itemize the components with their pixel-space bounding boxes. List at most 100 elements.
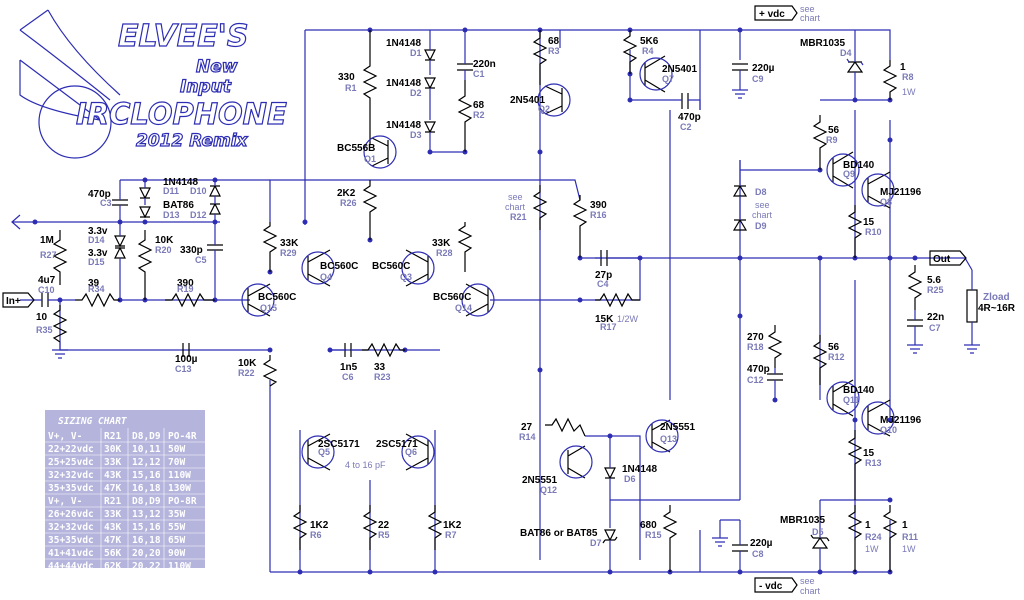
- component-ref-c9: C9: [752, 74, 764, 84]
- component-ref-r25: R25: [927, 285, 944, 295]
- component-value-q7: 2N5401: [662, 64, 697, 75]
- component-ref-r11: R11: [902, 532, 918, 542]
- component-ref-c12: C12: [747, 375, 764, 385]
- component-ref-r35: R35: [36, 325, 53, 335]
- component-value-r4: 5K6: [640, 36, 659, 47]
- transistor-q1: [363, 135, 397, 169]
- component-value-r35: 10: [36, 312, 48, 323]
- component-value-d5: MBR1035: [780, 515, 825, 526]
- diode-d6: [604, 436, 616, 528]
- capacitor-c8: [712, 519, 748, 572]
- component-ref-d6: D6: [624, 474, 636, 484]
- component-ref-r8: R8: [902, 72, 914, 82]
- resistor-r14: [545, 417, 586, 437]
- component-value-r28: 33K: [432, 238, 451, 249]
- component-value-c10: 4u7: [38, 275, 56, 286]
- resistor-r7: [427, 505, 443, 550]
- component-ref-q8: Q8: [880, 197, 892, 207]
- component-ref-r18: R18: [747, 342, 764, 352]
- diode-d13: [139, 206, 151, 219]
- capacitor-c1: [457, 30, 473, 80]
- component-ref-r21: R21: [510, 212, 527, 222]
- component-value-c4: 27p: [595, 270, 612, 281]
- component-ref-d15: D15: [88, 257, 105, 267]
- component-value-r29: 33K: [280, 238, 299, 249]
- sizing-cell: 15,16: [132, 522, 161, 533]
- diode-d4: [846, 30, 864, 100]
- resistor-r1: [362, 30, 378, 145]
- component-value-r2: 68: [473, 100, 485, 111]
- sizing-header-cell: PO-4R: [168, 431, 197, 442]
- component-value-r24: 1: [865, 520, 871, 531]
- transistor-q10: [861, 399, 895, 437]
- sizing-header-cell: PO-8R: [168, 496, 197, 507]
- transistor-q11: [826, 379, 860, 417]
- transistor-q12: [559, 445, 593, 479]
- component-value-r3: 68: [548, 36, 560, 47]
- logo: ELVEE'S New Input IRCLOPHONE 2012 Remix: [19, 9, 288, 159]
- transistor-q13: [645, 419, 679, 453]
- component-value-d11: 1N4148: [163, 177, 198, 188]
- component-value-d14: 3.3v: [88, 226, 108, 237]
- component-value-r26: 2K2: [337, 188, 356, 199]
- sizing-cell: 32+32vdc: [48, 522, 94, 533]
- component-ref-r28: R28: [436, 248, 453, 258]
- sizing-cell: 65W: [168, 535, 185, 546]
- resistors: [52, 30, 923, 572]
- transistor-q6: [401, 433, 435, 471]
- load-and-grounds: [11, 214, 980, 359]
- component-ref-d8: D8: [755, 187, 767, 197]
- component-value-r11: 1: [902, 520, 908, 531]
- component-ref-q5: Q5: [318, 447, 330, 457]
- sizing-header-cell: R21: [104, 431, 121, 442]
- component-ref-r15: R15: [645, 530, 662, 540]
- diode-d3: [424, 121, 465, 153]
- transistor-q2: [537, 83, 571, 117]
- diode-d1: [424, 30, 436, 75]
- transistor-q4: [301, 249, 335, 287]
- component-value-r34: 39: [88, 278, 100, 289]
- capacitor-c3: [112, 180, 128, 222]
- io-flags: In+ Out + vdc - vdc see chart see chart …: [2, 4, 1016, 596]
- vminus-label: - vdc: [759, 581, 783, 592]
- component-ref-d11: D11: [163, 186, 179, 196]
- component-value-q3: BC560C: [372, 261, 410, 272]
- sizing-cell: 12,12: [132, 457, 161, 468]
- transistor-q7: [639, 55, 673, 93]
- component-value-q2: 2N5401: [510, 95, 545, 106]
- resistor-r3: [532, 30, 548, 85]
- component-value-c5: 330p: [180, 245, 203, 256]
- zload-resistor: [966, 289, 978, 323]
- component-ref-c6: C6: [342, 372, 354, 382]
- component-ref-q6: Q6: [405, 447, 417, 457]
- capacitor-c10: [20, 293, 75, 307]
- sizing-cell: 70W: [168, 457, 185, 468]
- diode-d8: [732, 160, 820, 197]
- component-ref-r13: R13: [865, 458, 882, 468]
- output-label: Out: [933, 254, 951, 265]
- component-ref-r3: R3: [548, 46, 560, 56]
- diode-d15: [114, 246, 126, 300]
- component-value-r25: 5.6: [927, 275, 941, 286]
- sizing-header-cell: V+, V-: [48, 431, 82, 442]
- component-ref-d1: D1: [410, 48, 422, 58]
- resistor-r21: [532, 185, 548, 230]
- diode-d7: [602, 529, 618, 572]
- transistors: [241, 55, 895, 479]
- resistor-r35: [52, 305, 68, 343]
- diode-d14: [114, 222, 126, 248]
- component-ref-r16: R16: [590, 210, 607, 220]
- sizing-header-cell: R21: [104, 496, 121, 507]
- component-value-d7: BAT86 or BAT85: [520, 528, 598, 539]
- sizing-cell: 16,18: [132, 535, 161, 546]
- component-ref-q15: Q15: [260, 303, 277, 313]
- resistor-r8: [882, 60, 898, 100]
- component-value-r14: 27: [521, 422, 533, 433]
- component-value-r6: 1K2: [310, 520, 329, 531]
- component-value-r13: 15: [863, 448, 875, 459]
- brand-title: ELVEE'S: [118, 19, 248, 54]
- sizing-header-cell: V+, V-: [48, 496, 82, 507]
- component-ref-d7: D7: [590, 538, 602, 548]
- svg-text:chart: chart: [752, 210, 773, 220]
